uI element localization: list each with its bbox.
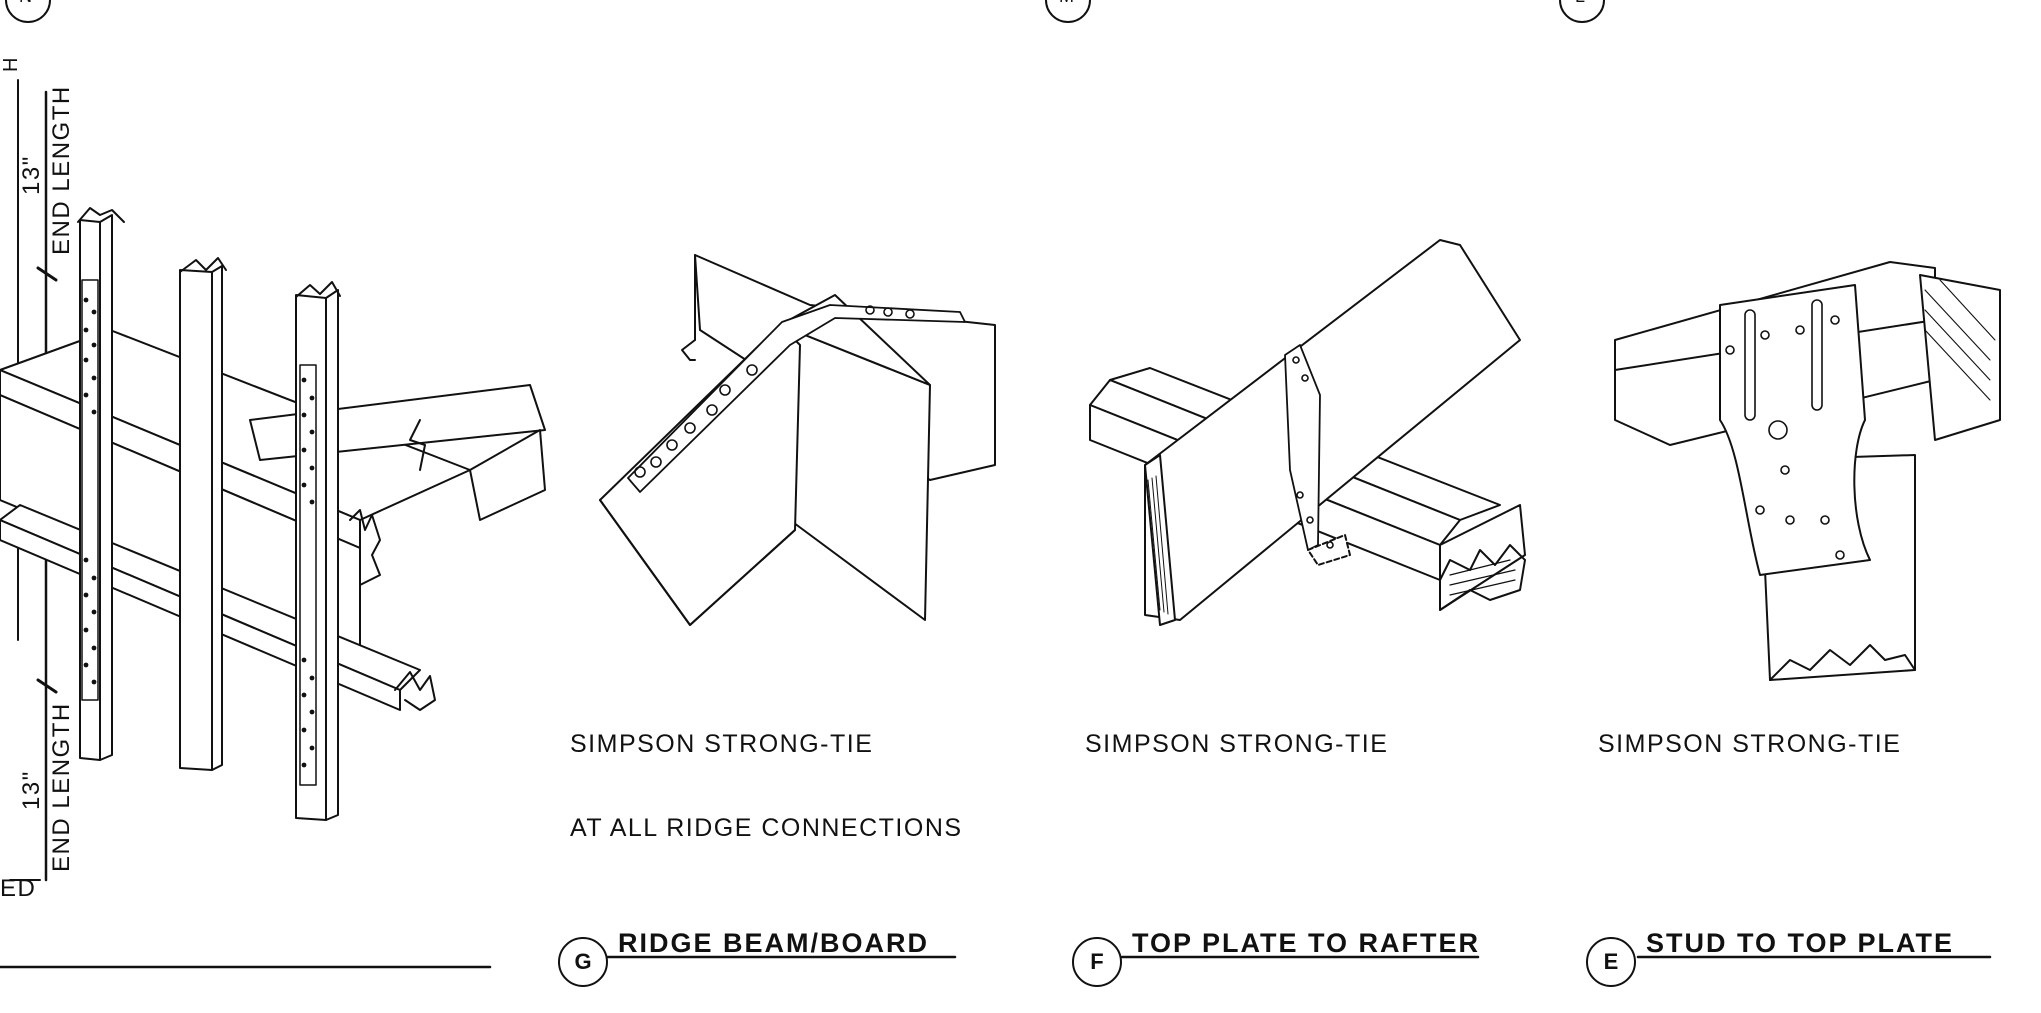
detail-g-title: RIDGE BEAM/BOARD [618, 928, 930, 958]
dim-bottom-value: 13" [18, 770, 45, 810]
detail-f-note-1: SIMPSON STRONG-TIE [1085, 730, 1389, 758]
detail-bubble-e: E [1586, 937, 1636, 987]
strap-stud-assembly [0, 79, 546, 969]
detail-marker-circle-l [1559, 0, 1605, 23]
dim-bottom-label: END LENGTH [48, 702, 75, 872]
detail-e-title: STUD TO TOP PLATE [1646, 928, 1955, 958]
top-marker-n: N [19, 0, 34, 7]
detail-g-note-1: SIMPSON STRONG-TIE [570, 730, 874, 758]
detail-marker-circle-m [1045, 0, 1091, 23]
detail-marker-circle-n [5, 0, 51, 23]
detail-f-title: TOP PLATE TO RAFTER [1132, 928, 1481, 958]
detail-bubble-f: F [1072, 937, 1122, 987]
detail-bubble-g: G [558, 937, 608, 987]
edge-fragment-top: H [0, 56, 22, 72]
dim-top-value: 13" [18, 155, 45, 195]
stud-top-plate-drawing [1614, 261, 2001, 681]
dim-top-label: END LENGTH [48, 85, 75, 255]
top-marker-l: L [1575, 0, 1587, 7]
detail-g-note-2: AT ALL RIDGE CONNECTIONS [570, 814, 963, 842]
top-plate-rafter-drawing [1089, 239, 1526, 626]
edge-fragment-bottom: ED [0, 875, 37, 902]
detail-e-note-1: SIMPSON STRONG-TIE [1598, 730, 1902, 758]
ridge-beam-drawing [599, 254, 996, 626]
top-marker-m: M [1059, 0, 1076, 7]
